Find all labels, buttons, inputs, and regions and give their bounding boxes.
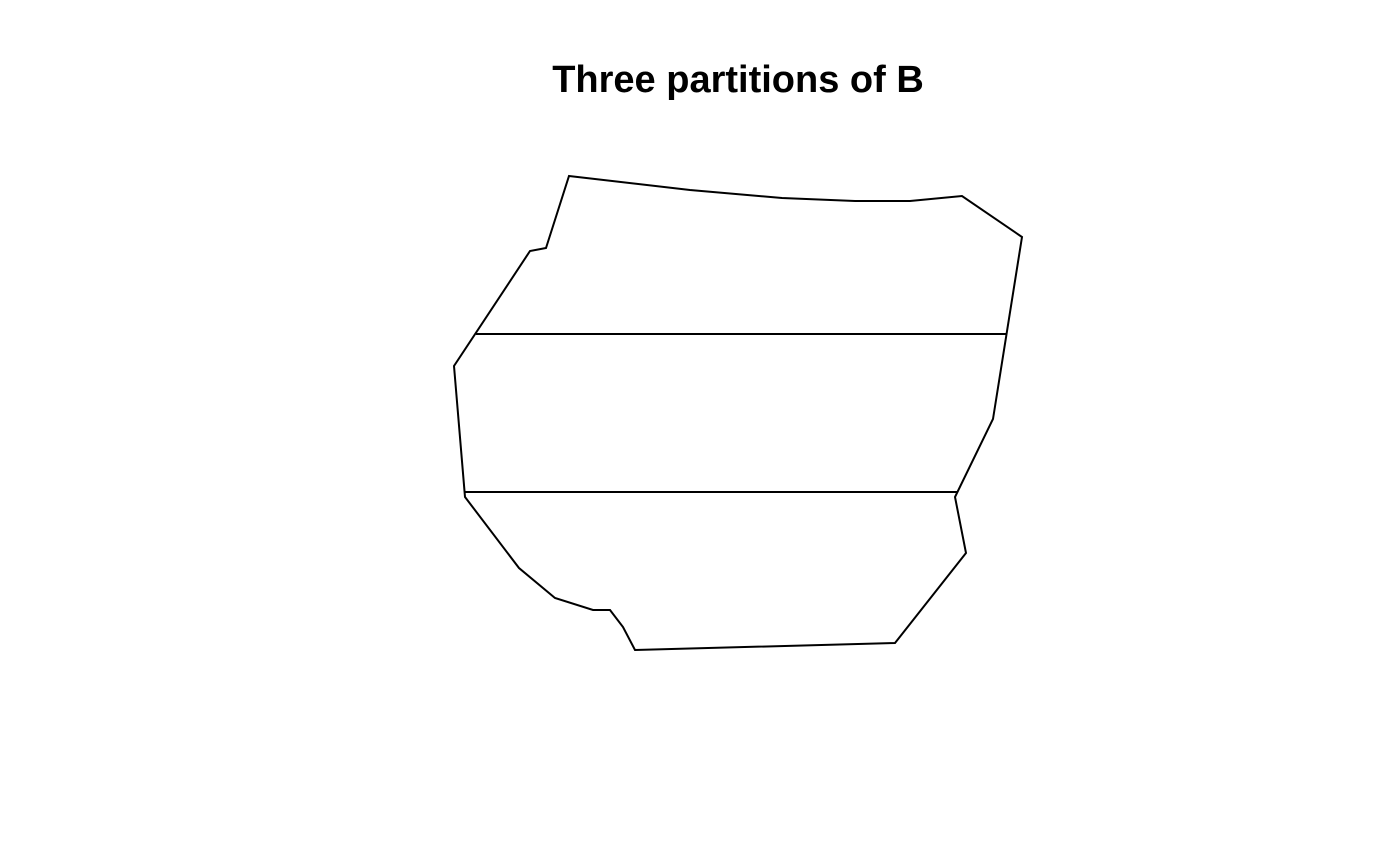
plot-title: Three partitions of B	[552, 59, 924, 101]
region-b-outline	[452, 174, 1024, 652]
